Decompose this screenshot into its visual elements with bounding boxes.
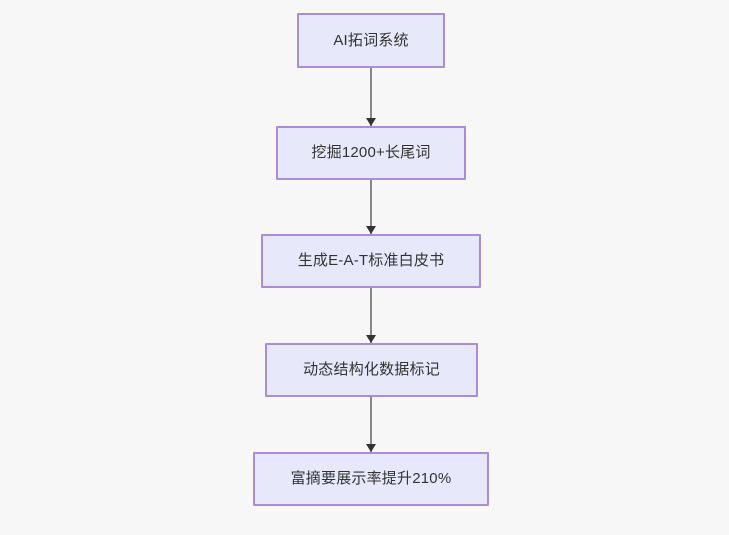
flowchart-node-rich-snippet-rate-increase[interactable]: 富摘要展示率提升210% — [253, 452, 489, 506]
edge-line — [370, 180, 372, 234]
arrow-down-icon — [366, 444, 376, 452]
arrow-down-icon — [366, 335, 376, 343]
node-label: AI拓词系统 — [333, 31, 409, 49]
flowchart-node-ai-keyword-system[interactable]: AI拓词系统 — [297, 13, 445, 68]
arrow-down-icon — [366, 118, 376, 126]
flowchart-node-dynamic-structured-data-markup[interactable]: 动态结构化数据标记 — [265, 343, 478, 397]
edge-line — [370, 397, 372, 452]
node-label: 动态结构化数据标记 — [303, 361, 440, 378]
flowchart-node-mine-longtail-keywords[interactable]: 挖掘1200+长尾词 — [276, 126, 466, 180]
node-label: 挖掘1200+长尾词 — [311, 144, 431, 161]
edge-line — [370, 288, 372, 343]
node-label: 富摘要展示率提升210% — [290, 470, 452, 487]
edge-line — [370, 68, 372, 126]
flowchart-node-generate-eat-whitepaper[interactable]: 生成E-A-T标准白皮书 — [261, 234, 481, 288]
node-label: 生成E-A-T标准白皮书 — [297, 252, 445, 269]
arrow-down-icon — [366, 226, 376, 234]
